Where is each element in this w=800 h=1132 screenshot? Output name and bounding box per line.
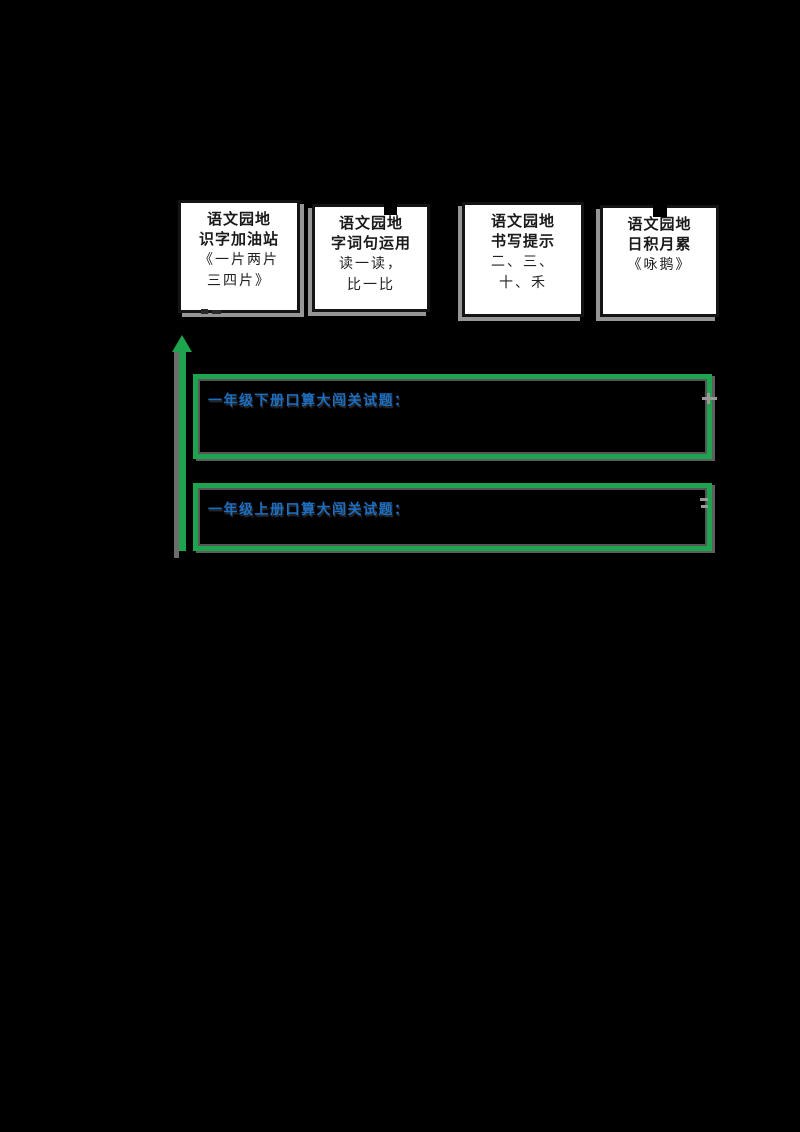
link-panel-inner: 一年级下册口算大闯关试题： bbox=[198, 379, 707, 454]
link-grade1-vol2[interactable]: 一年级下册口算大闯关试题： bbox=[208, 392, 410, 408]
link-panel-inner: 一年级上册口算大闯关试题： bbox=[198, 488, 707, 546]
card-title: 语文园地 bbox=[627, 216, 692, 233]
edge-artifact bbox=[701, 505, 708, 508]
connector-line bbox=[179, 350, 186, 551]
shadow-artifact bbox=[201, 309, 208, 314]
card-detail-line: 二、三、 bbox=[491, 254, 555, 270]
card-subtitle: 书写提示 bbox=[490, 233, 555, 250]
topic-card-shuxietishi: 语文园地 书写提示 二、三、 十、禾 bbox=[462, 202, 584, 317]
connector-line-shadow bbox=[174, 350, 179, 558]
connector-notch bbox=[653, 205, 667, 217]
card-subtitle: 日积月累 bbox=[627, 236, 692, 253]
card-detail-line: 三四片》 bbox=[207, 273, 271, 289]
card-title: 语文园地 bbox=[338, 215, 403, 232]
edge-artifact bbox=[700, 498, 708, 501]
card-title: 语文园地 bbox=[490, 213, 555, 230]
up-arrow-icon bbox=[172, 335, 192, 352]
card-detail-line: 十、禾 bbox=[499, 275, 547, 291]
shadow-artifact bbox=[212, 310, 221, 314]
link-panel-grade1-vol1: 一年级上册口算大闯关试题： bbox=[193, 483, 712, 551]
card-subtitle: 识字加油站 bbox=[198, 231, 279, 248]
card-detail-line: 《一片两片 bbox=[199, 252, 279, 268]
link-grade1-vol1[interactable]: 一年级上册口算大闯关试题： bbox=[208, 501, 410, 517]
topic-card-shizijiayouzhan: 语文园地 识字加油站 《一片两片 三四片》 bbox=[178, 200, 300, 313]
card-title: 语文园地 bbox=[206, 211, 271, 228]
card-detail-line: 《咏鹅》 bbox=[627, 257, 692, 273]
topic-card-zicijuyunyong: 语文园地 字词句运用 读一读， 比一比 bbox=[312, 204, 430, 312]
card-detail-line: 读一读， bbox=[339, 256, 403, 272]
card-detail-line: 比一比 bbox=[347, 277, 395, 293]
topic-card-rijiyuelei: 语文园地 日积月累 《咏鹅》 bbox=[600, 205, 719, 317]
connector-notch bbox=[384, 204, 397, 215]
edge-artifact bbox=[707, 393, 710, 404]
card-subtitle: 字词句运用 bbox=[330, 235, 411, 252]
link-panel-grade1-vol2: 一年级下册口算大闯关试题： bbox=[193, 374, 712, 459]
